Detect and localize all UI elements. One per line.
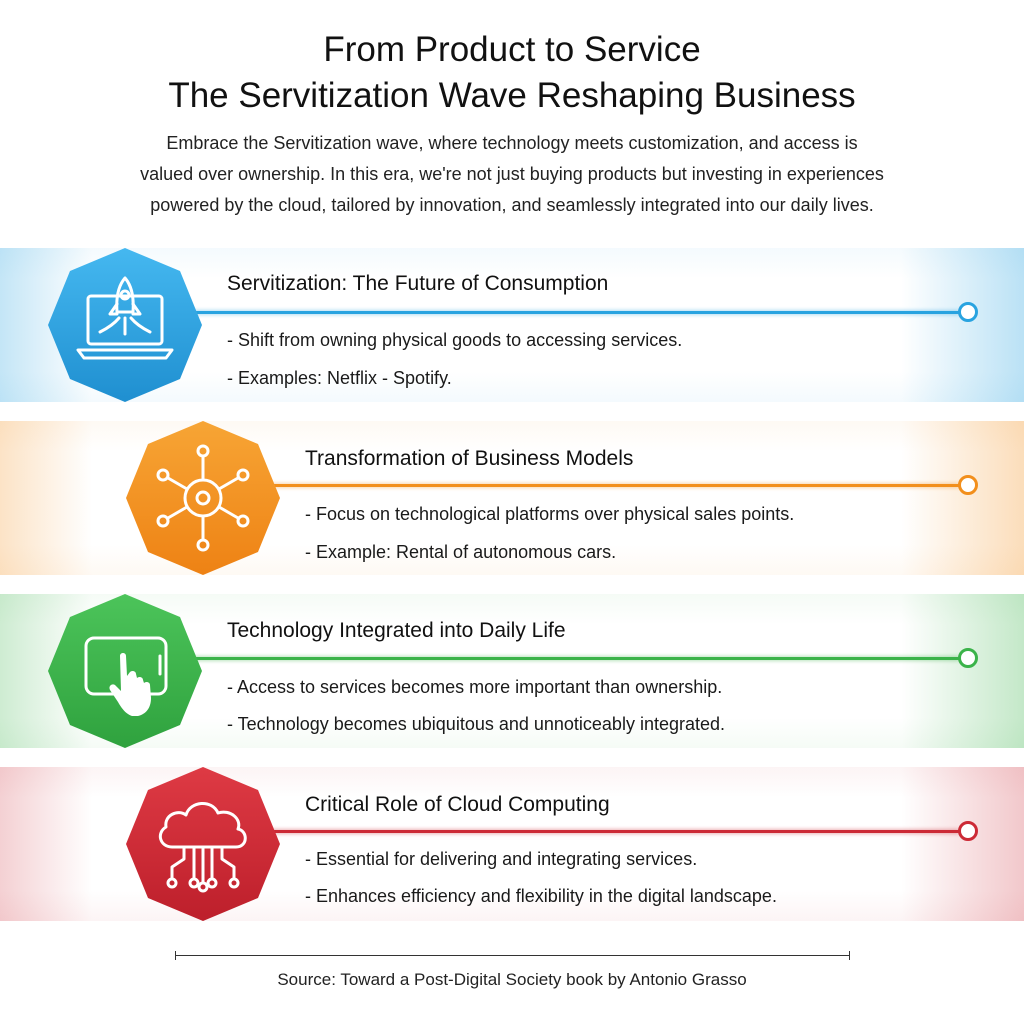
connector-line: [268, 484, 960, 487]
page-title: From Product to Service: [323, 30, 701, 69]
section-heading: Critical Role of Cloud Computing: [305, 793, 610, 816]
source-divider: [175, 951, 850, 960]
section-servitization: Servitization: The Future of Consumption…: [0, 248, 1024, 402]
intro-line: valued over ownership. In this era, we'r…: [140, 164, 884, 184]
intro-line: powered by the cloud, tailored by innova…: [150, 195, 874, 215]
connector-dot: [958, 302, 978, 322]
intro-line: Embrace the Servitization wave, where te…: [166, 133, 858, 153]
page-subtitle: The Servitization Wave Reshaping Busines…: [168, 76, 856, 115]
section-point: - Focus on technological platforms over …: [305, 504, 795, 524]
section-daily-life: Technology Integrated into Daily Life - …: [0, 594, 1024, 748]
section-heading: Servitization: The Future of Consumption: [227, 272, 609, 295]
cloud-circuit-icon: [126, 767, 280, 921]
connector-dot: [958, 821, 978, 841]
source-credit: Source: Toward a Post-Digital Society bo…: [277, 970, 747, 989]
connector-dot: [958, 648, 978, 668]
section-point: - Shift from owning physical goods to ac…: [227, 330, 683, 350]
section-point: - Technology becomes ubiquitous and unno…: [227, 714, 726, 734]
connector-line: [190, 657, 960, 660]
network-hub-icon: [126, 421, 280, 575]
section-point: - Example: Rental of autonomous cars.: [305, 542, 617, 562]
tablet-touch-icon: [48, 594, 202, 748]
section-point: - Essential for delivering and integrati…: [305, 849, 698, 869]
section-point: - Access to services becomes more import…: [227, 677, 723, 697]
section-business-models: Transformation of Business Models - Focu…: [0, 421, 1024, 575]
intro-paragraph: Embrace the Servitization wave, where te…: [20, 128, 1004, 221]
section-heading: Transformation of Business Models: [305, 447, 634, 470]
section-cloud-computing: Critical Role of Cloud Computing - Essen…: [0, 767, 1024, 921]
section-point: - Examples: Netflix - Spotify.: [227, 368, 452, 388]
connector-line: [268, 830, 960, 833]
section-point: - Enhances efficiency and flexibility in…: [305, 886, 777, 906]
section-heading: Technology Integrated into Daily Life: [227, 619, 566, 642]
laptop-rocket-icon: [48, 248, 202, 402]
connector-line: [190, 311, 960, 314]
connector-dot: [958, 475, 978, 495]
